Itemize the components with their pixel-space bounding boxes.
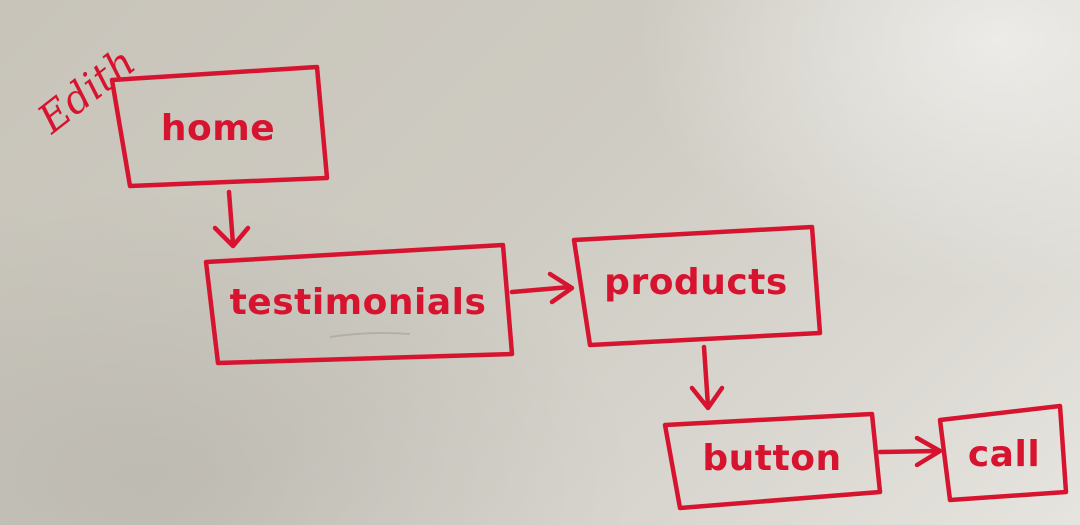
node-call-label: call	[968, 434, 1040, 475]
edge-products-button	[689, 344, 725, 411]
node-testimonials-label: testimonials	[230, 282, 487, 323]
node-products: products	[571, 224, 823, 348]
node-home: home	[109, 64, 330, 189]
arrow-right-icon	[509, 271, 575, 305]
node-products-box	[571, 224, 823, 348]
node-home-box	[109, 64, 330, 189]
node-home-label: home	[161, 108, 275, 149]
node-testimonials: testimonials	[203, 242, 515, 366]
node-testimonials-box	[203, 242, 515, 366]
author-scribble-text: Edith	[29, 39, 144, 143]
smudge-mark	[329, 332, 411, 338]
node-button-label: button	[702, 438, 841, 479]
arrow-down-icon	[689, 344, 725, 411]
node-button-box	[662, 411, 883, 511]
arrow-down-icon	[212, 189, 251, 249]
node-call-box	[937, 403, 1069, 503]
edge-home-testimonials	[212, 189, 251, 249]
edge-button-call	[877, 435, 943, 468]
node-call: call	[937, 403, 1069, 503]
author-scribble: Edith	[29, 39, 144, 143]
node-button: button	[662, 411, 883, 511]
arrow-right-icon	[877, 435, 943, 468]
edge-testimonials-products	[509, 271, 575, 305]
node-products-label: products	[604, 262, 788, 303]
